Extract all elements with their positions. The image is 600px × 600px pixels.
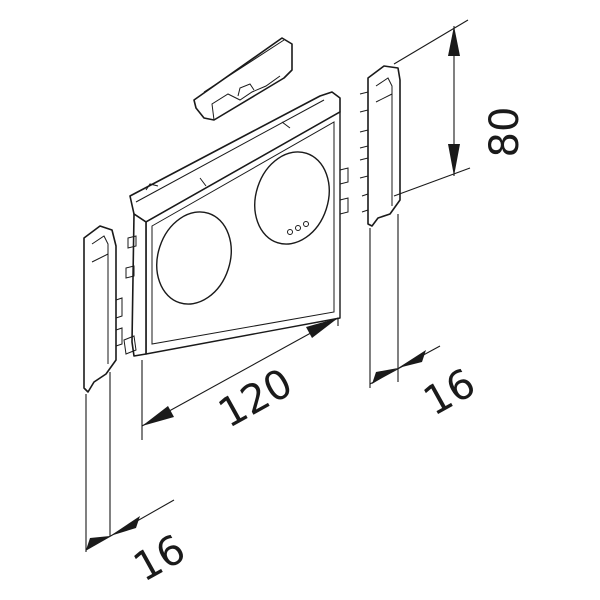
dimension-label-height: 80	[482, 107, 528, 158]
socket-plate	[123, 91, 349, 357]
right-end-cap	[359, 65, 401, 227]
dimension-width: 120	[141, 317, 339, 440]
dimension-right-cap: 16	[369, 214, 483, 425]
socket-opening-left	[156, 211, 232, 305]
dimension-height: 80	[393, 19, 528, 197]
dimension-label-width: 120	[211, 360, 300, 437]
dimension-left-cap: 16	[85, 372, 193, 591]
dimension-label-right-cap: 16	[416, 360, 483, 425]
top-clip	[193, 37, 293, 121]
left-end-cap	[83, 225, 123, 393]
socket-opening-right	[254, 151, 330, 245]
dimension-label-left-cap: 16	[126, 526, 193, 591]
